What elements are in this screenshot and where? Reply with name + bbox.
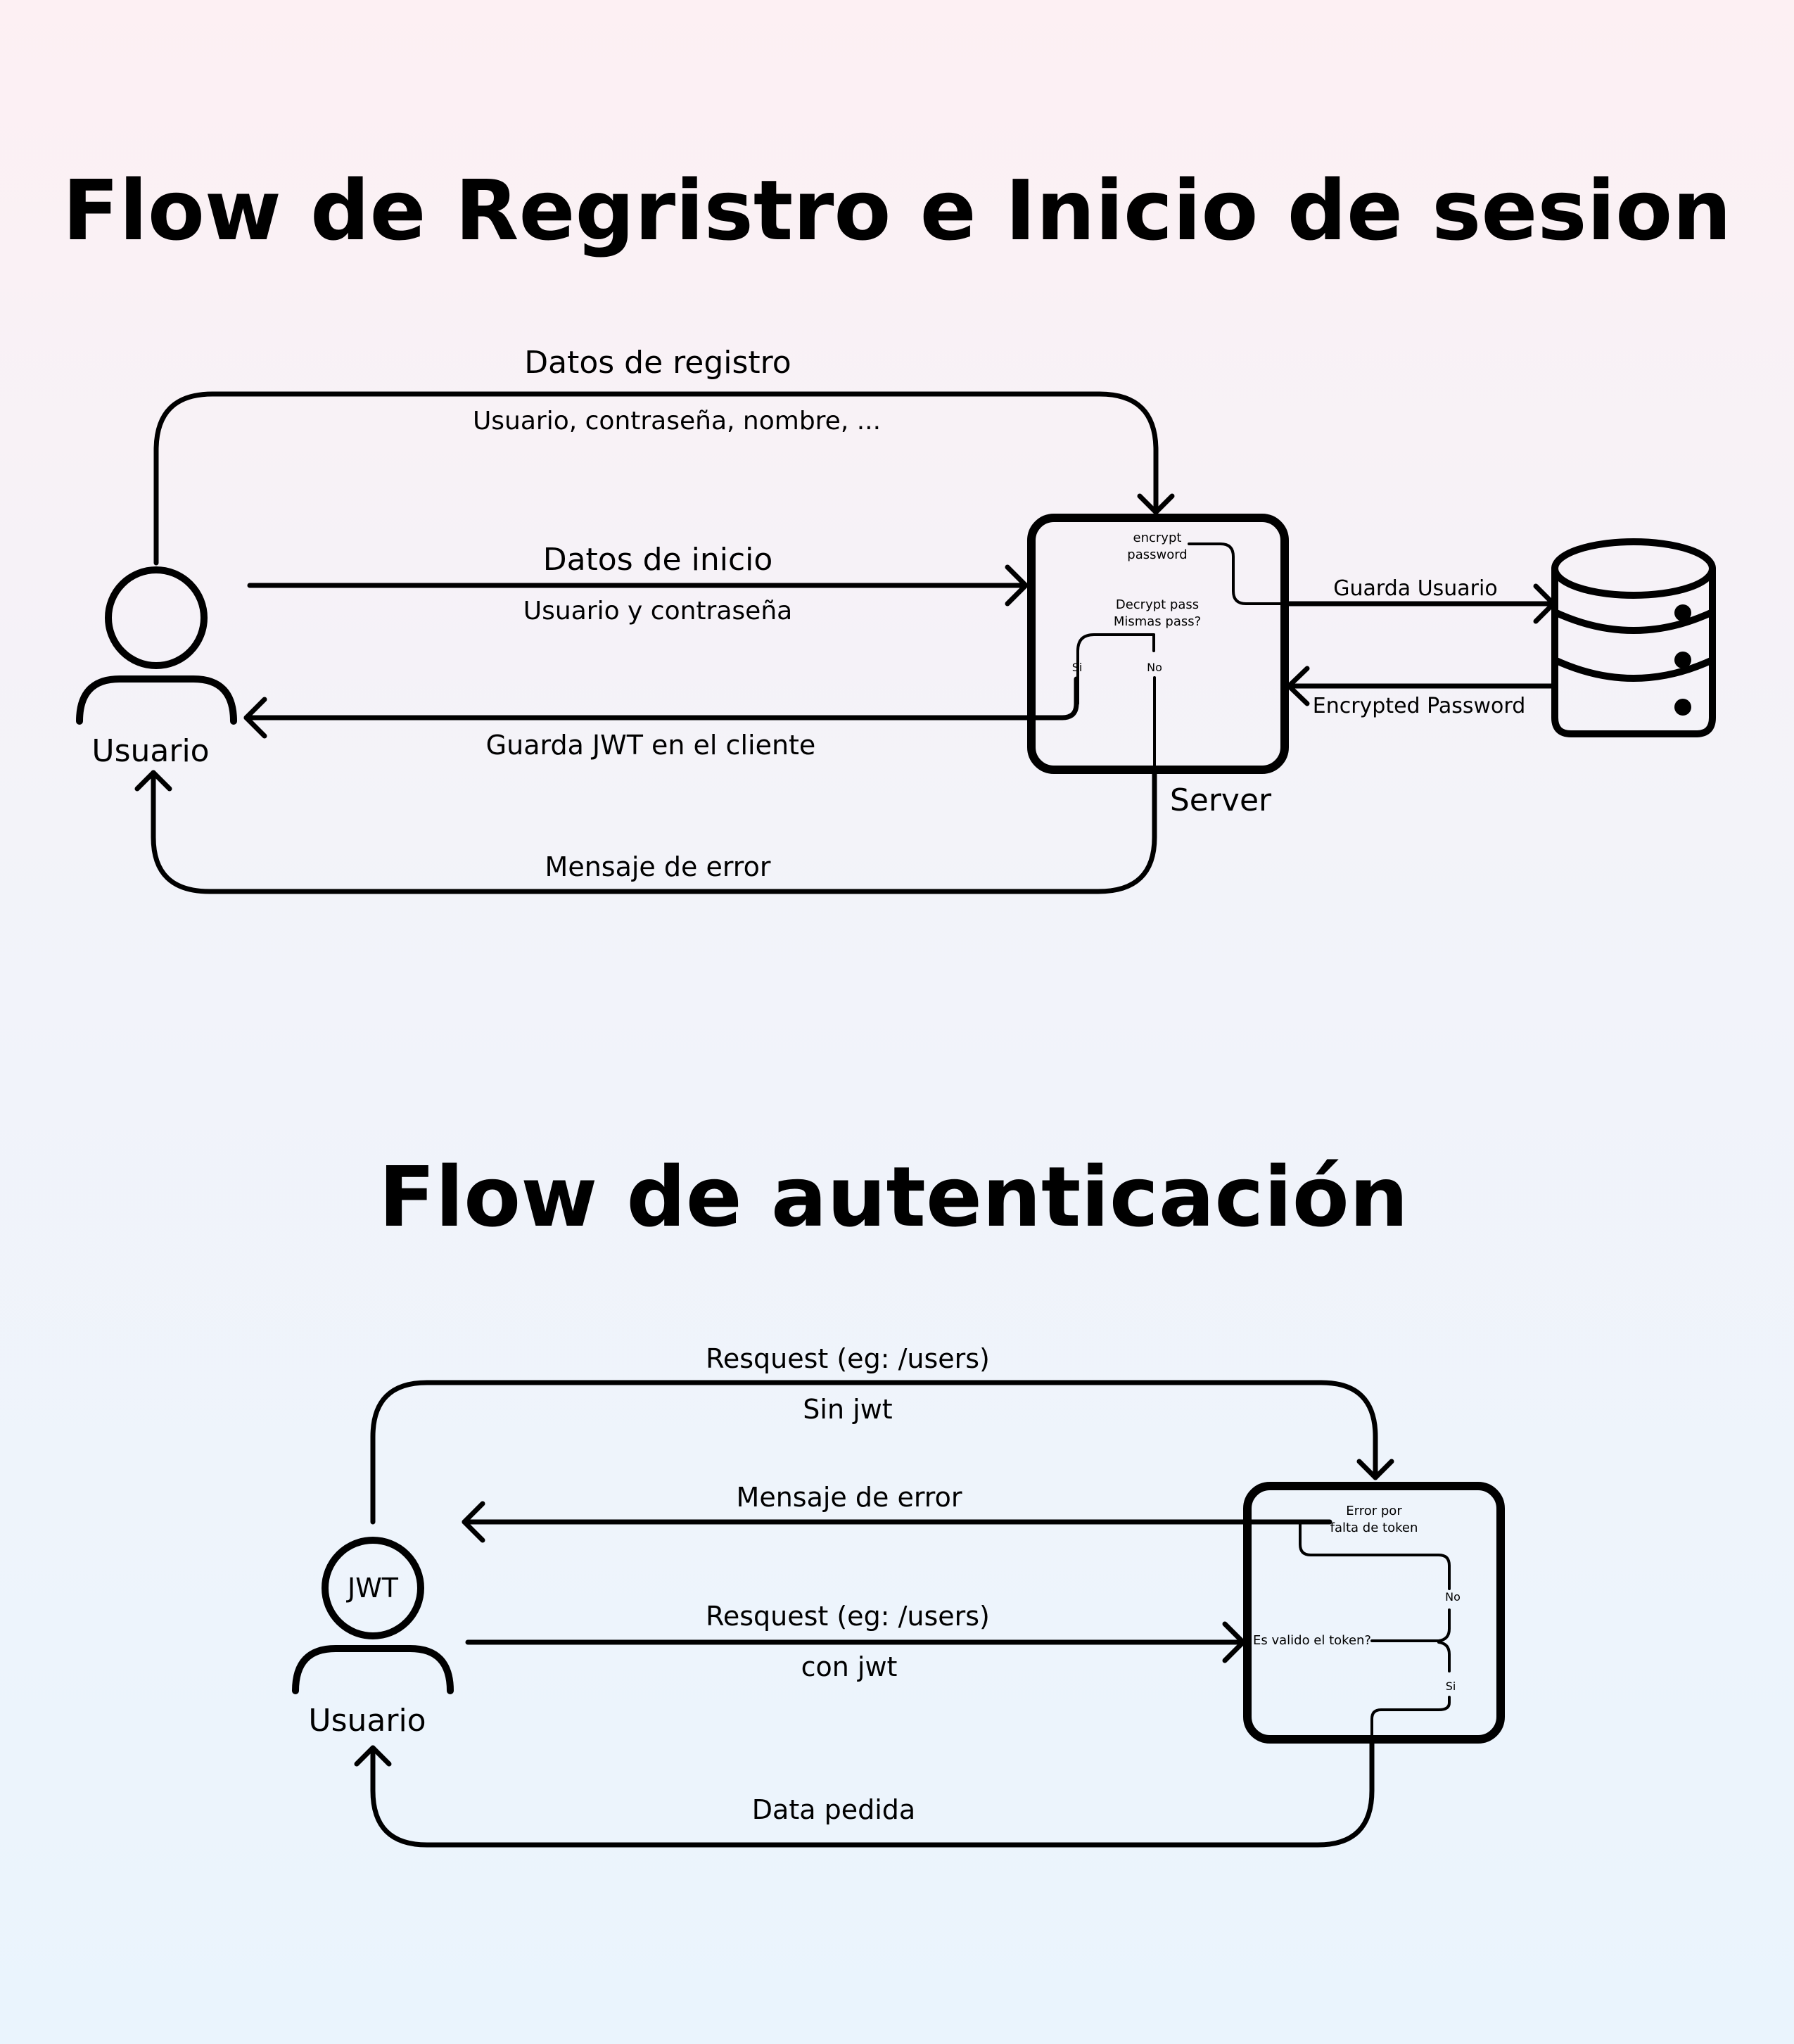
auth-no-label: No [1445, 1590, 1461, 1604]
decrypt-label-2: Mismas pass? [1114, 614, 1201, 629]
login-server-label: Server [1170, 782, 1272, 818]
register-sublabel: Usuario, contraseña, nombre, ... [473, 407, 881, 436]
encrypted-password-arrow [1286, 666, 1556, 706]
login-user-icon [76, 566, 237, 725]
jwt-return-arrow [243, 676, 1079, 739]
jwt-return-label: Guarda JWT en el cliente [486, 730, 816, 761]
login-label: Datos de inicio [543, 542, 773, 578]
request-jwt-sublabel: con jwt [801, 1651, 898, 1682]
login-user-label: Usuario [91, 733, 209, 769]
auth-error-line-1: Error por [1346, 1504, 1402, 1518]
encrypt-to-db-line [1188, 542, 1289, 605]
auth-brace-bottom [1437, 1641, 1451, 1672]
login-sublabel: Usuario y contraseña [523, 597, 792, 626]
request-no-jwt-sublabel: Sin jwt [803, 1394, 892, 1425]
data-return-arrow [354, 1735, 1375, 1848]
request-jwt-label: Resquest (eg: /users) [706, 1601, 990, 1632]
decrypt-branch-line [1076, 633, 1155, 705]
request-no-jwt-arrow [370, 1380, 1394, 1525]
auth-no-branch-line [1299, 1522, 1451, 1590]
auth-brace-top [1437, 1608, 1451, 1642]
decrypt-no-label: No [1147, 661, 1162, 674]
auth-error-label: Mensaje de error [737, 1482, 962, 1513]
login-flow-title: Flow de Regristro e Inicio de sesion [63, 162, 1731, 259]
login-error-arrow [134, 768, 1157, 894]
auth-flow-title: Flow de autenticación [378, 1148, 1408, 1245]
auth-question-label: Es valido el token? [1253, 1633, 1371, 1648]
register-label: Datos de registro [524, 345, 791, 381]
login-server-box [1027, 514, 1289, 774]
decrypt-yes-label: Si [1072, 661, 1083, 674]
jwt-token-label: JWT [346, 1573, 399, 1604]
login-arrow [247, 564, 1029, 607]
auth-error-arrow [462, 1501, 1332, 1543]
request-no-jwt-label: Resquest (eg: /users) [706, 1343, 990, 1374]
login-error-label: Mensaje de error [545, 851, 771, 882]
auth-yes-label: Si [1446, 1680, 1456, 1693]
data-return-label: Data pedida [752, 1794, 915, 1825]
database-icon [1551, 538, 1716, 737]
encrypt-label-2: password [1127, 547, 1187, 562]
encrypt-label-1: encrypt [1133, 531, 1182, 545]
register-arrow [153, 391, 1175, 566]
encrypted-password-label: Encrypted Password [1313, 694, 1526, 718]
auth-yes-branch-line [1370, 1696, 1451, 1746]
auth-user-label: Usuario [308, 1703, 426, 1739]
auth-user-icon [292, 1537, 454, 1694]
decrypt-label-1: Decrypt pass [1116, 597, 1199, 612]
save-user-label: Guarda Usuario [1333, 576, 1497, 601]
auth-error-line-2: falta de token [1330, 1521, 1418, 1535]
